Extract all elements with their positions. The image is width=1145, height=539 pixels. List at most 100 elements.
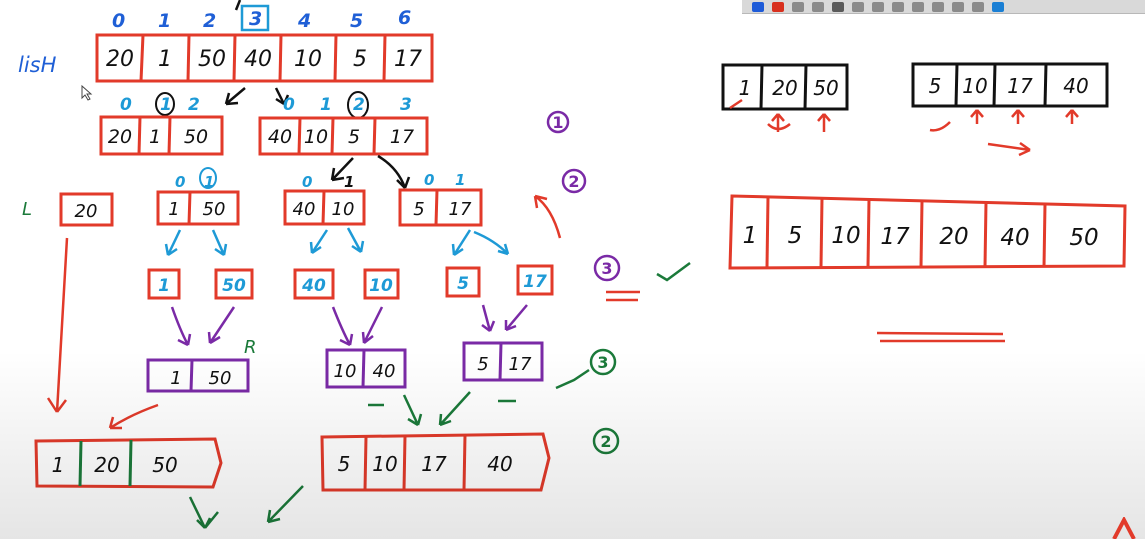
array-cell: 20 [94,453,119,477]
array-cell: 10 [962,74,987,98]
mid-circle-left [155,92,175,116]
mid-pointer-line [234,0,242,11]
step-number: 2 [568,172,579,191]
pointer-arrows [729,98,1079,157]
array-cell: 10 [831,223,860,249]
final-underline [876,331,1005,343]
right-label: R [244,337,257,358]
array-cell: 17 [390,126,414,148]
merged-pair-10-40: 10 40 [325,348,407,389]
array-cell: 17 [880,224,910,250]
level2-left-array: 20 1 50 [99,115,224,156]
array-cell: 40 [373,361,396,382]
array-cell: 1 [158,47,172,72]
index-label: 3 [249,8,262,30]
level3-pair-40-10: 40 10 [283,189,366,226]
array-cell: 10 [334,361,357,382]
index-label: 4 [297,10,311,32]
array-cell: 1 [52,453,65,477]
array-cell: 5 [477,354,488,375]
index-label: 0 [424,171,434,189]
undo-icon[interactable] [872,1,884,12]
index-circle [199,167,217,189]
add-icon[interactable] [912,1,924,12]
singles-row: 1 50 40 10 5 17 [147,264,554,300]
step-number: 1 [552,113,563,132]
index-label: 0 [283,95,295,115]
array-cell: 40 [487,452,512,476]
merge-arrows-level2 [368,368,590,427]
array-cell: 17 [449,199,472,220]
array-cell: 5 [338,452,351,476]
array-cell: 10 [304,126,328,148]
merge-arrows-level1 [170,304,528,347]
merged-pair-5-17: 5 17 [462,341,544,382]
index-label: 2 [203,10,216,32]
array-cell: 10 [369,276,393,296]
index-label: 0 [175,173,185,191]
array-cell: 20 [108,126,132,148]
level2-right-array: 40 10 5 17 [258,116,429,156]
index-label: 2 [188,95,200,115]
split-arrows-top [224,87,290,106]
step-number: 3 [601,259,612,278]
array-cell: 40 [244,47,272,72]
index-label: 1 [344,173,354,191]
highlighter-icon[interactable] [792,1,804,12]
menu-icon[interactable] [992,1,1004,12]
array-cell: 20 [75,201,98,222]
redo-icon[interactable] [892,1,904,12]
array-cell: 17 [523,272,547,292]
lasso-icon[interactable] [832,1,844,12]
array-cell: 17 [509,354,532,375]
split-arrows-level3 [164,227,510,257]
index-label: 1 [204,173,214,191]
array-cell: 20 [772,76,797,100]
index-label: 0 [302,173,312,191]
array-cell: 1 [739,76,752,100]
image-icon[interactable] [812,1,824,12]
array-cell: 5 [929,74,942,98]
index-label: 1 [158,10,171,32]
array-cell: 40 [293,199,316,220]
array-cell: 50 [209,368,232,389]
array-cell: 5 [348,126,360,148]
array-cell: 40 [301,276,326,296]
level3-single-20: 20 [59,192,114,227]
index-label: 1 [320,95,332,115]
pen-red-icon[interactable] [772,1,784,12]
index-label: 1 [455,171,465,189]
array-cell: 10 [294,47,322,72]
level3-pair-1-50: 1 50 [156,190,240,226]
array-cell: 20 [106,47,134,72]
array-cell: 17 [1007,74,1033,98]
channel-logo-icon [1112,517,1136,539]
index-label: 0 [112,10,125,32]
copy-icon[interactable] [952,1,964,12]
shape-icon[interactable] [852,1,864,12]
array-cell: 1 [149,126,161,148]
array-cell: 40 [268,126,292,148]
array-cell: 10 [332,199,355,220]
index-label: 1 [160,95,172,115]
array-cell: 1 [743,223,758,249]
array-cell: 20 [939,224,968,250]
save-icon[interactable] [932,1,944,12]
left-label: L [22,199,32,220]
array-cell: 5 [353,47,367,72]
index-label: 6 [398,7,411,29]
list-label: lisH [18,53,57,77]
array-cell: 5 [788,223,803,249]
share-icon[interactable] [972,1,984,12]
right-right-array: 5 10 17 40 [911,62,1109,108]
array-cell: 50 [198,47,226,72]
array-cell: 50 [813,76,838,100]
array-cell: 40 [1063,74,1088,98]
array-cell: 40 [1000,225,1029,251]
step-marks: 1 2 3 3 2 [546,110,621,455]
step-number: 3 [597,353,608,372]
index-label: 0 [120,95,132,115]
pen-blue-icon[interactable] [752,1,764,12]
array-cell: 17 [421,452,447,476]
